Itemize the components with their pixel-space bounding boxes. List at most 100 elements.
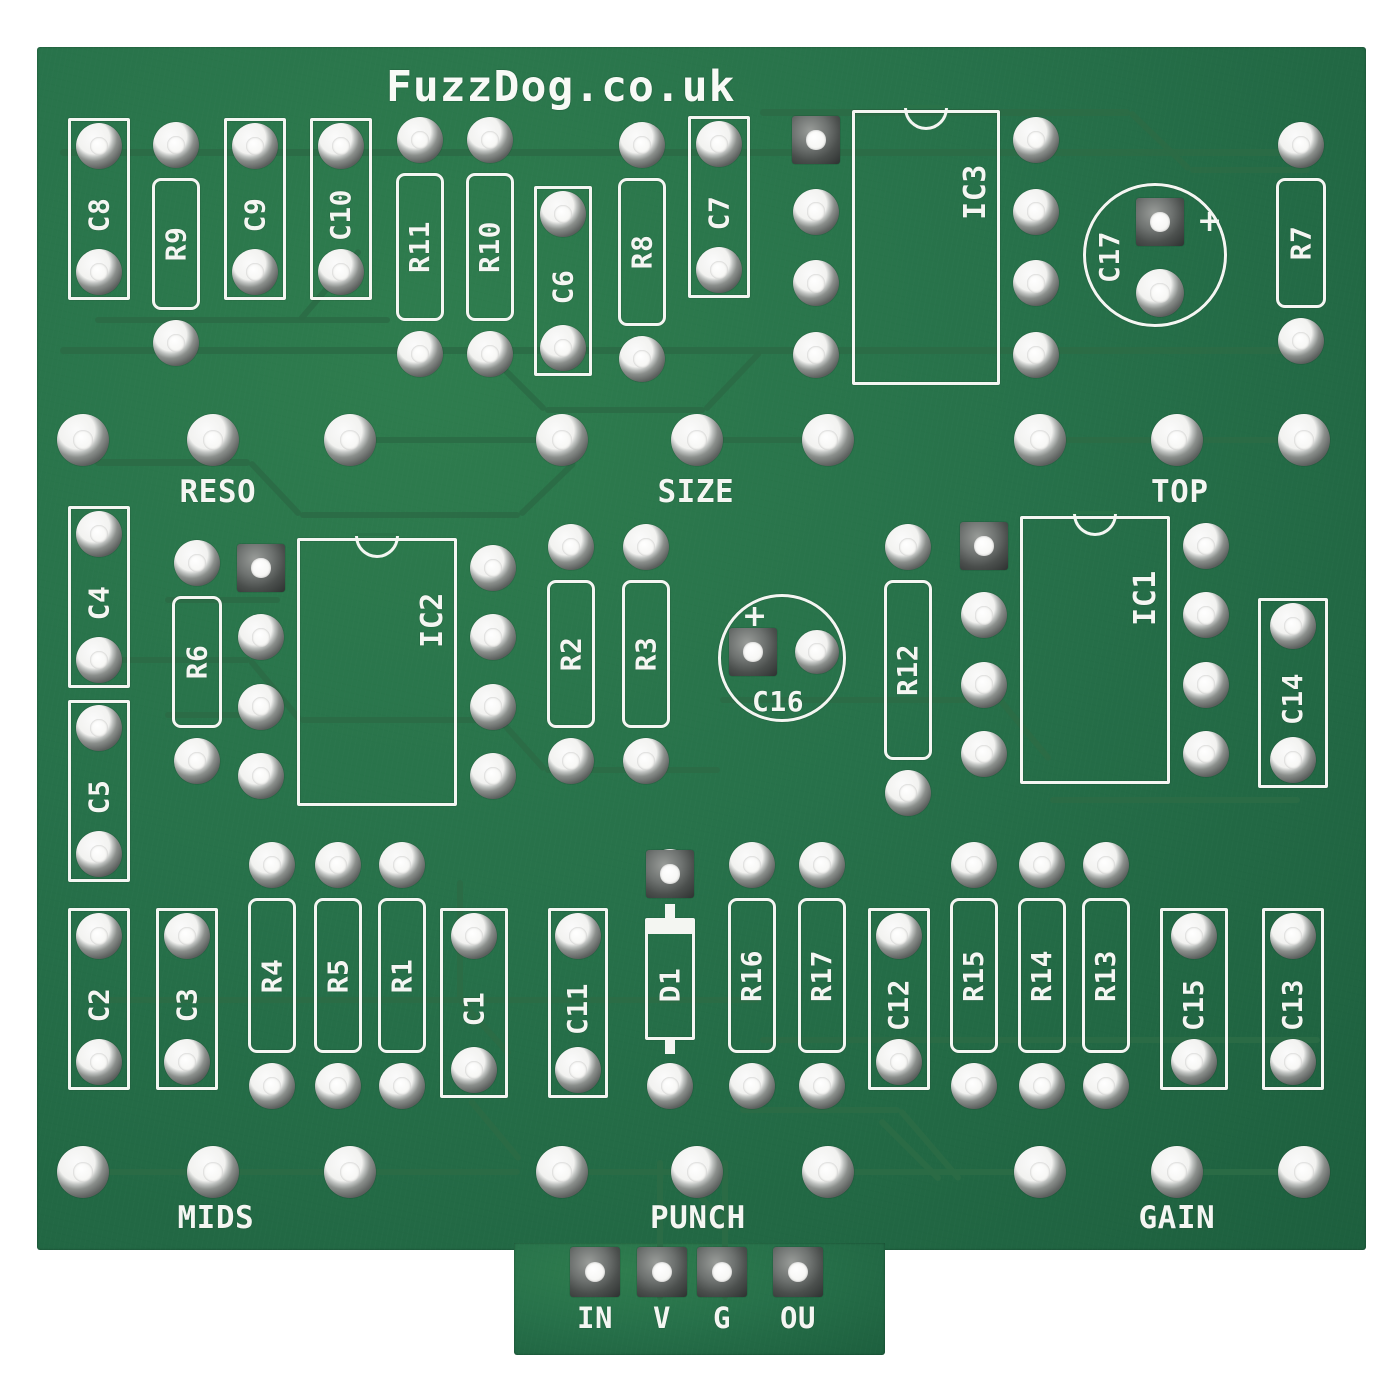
pad-hole — [464, 926, 484, 946]
pad-through-hole — [1183, 661, 1229, 708]
pad-hole — [480, 344, 500, 364]
copper-trace — [60, 346, 1300, 354]
pad-through-hole — [451, 1047, 497, 1093]
pad-hole — [1032, 1076, 1052, 1096]
pad-hole — [561, 537, 581, 557]
pad-hole — [898, 537, 918, 557]
pad-pin1-square — [697, 1247, 747, 1297]
pad-hole — [89, 1052, 109, 1072]
res-outline-r1 — [378, 898, 426, 1053]
pad-hole — [1026, 202, 1046, 221]
res-outline-r17 — [798, 898, 846, 1053]
pad-through-hole — [57, 414, 109, 466]
pad-hole — [632, 135, 652, 155]
pad-hole — [1032, 855, 1052, 875]
pad-hole — [898, 783, 918, 803]
pot-label-size: SIZE — [657, 473, 735, 510]
res-outline-r3 — [622, 580, 670, 728]
pad-hole — [889, 1052, 909, 1072]
pad-hole — [806, 274, 826, 293]
pad-hole — [483, 697, 503, 716]
pad-through-hole — [76, 913, 122, 959]
pad-through-hole — [536, 414, 588, 466]
pad-hole — [166, 333, 186, 353]
pad-hole — [331, 136, 351, 156]
cap-outline-c5 — [68, 700, 130, 882]
refdes-ic2: IC2 — [414, 592, 450, 648]
copper-trace — [60, 148, 1300, 156]
pad-hole — [331, 262, 351, 282]
cap-outline-c14 — [1258, 598, 1328, 788]
pad-hole — [551, 1161, 573, 1183]
diode-cathode-band — [648, 921, 692, 934]
pad-hole — [712, 1262, 732, 1282]
pad-through-hole — [885, 524, 931, 570]
pad-hole — [1026, 345, 1046, 365]
pad-pin1-square — [637, 1247, 687, 1297]
pad-hole — [1150, 212, 1170, 232]
pad-hole — [1029, 429, 1051, 451]
connector-label-v: V — [653, 1300, 671, 1335]
pad-through-hole — [315, 842, 361, 888]
pad-hole — [812, 855, 832, 875]
pad-through-hole — [793, 332, 839, 378]
pad-through-hole — [1013, 188, 1059, 235]
refdes-c13: C13 — [1276, 978, 1310, 1032]
pad-through-hole — [540, 191, 586, 237]
copper-trace — [95, 317, 390, 323]
connector-label-in: IN — [577, 1300, 613, 1335]
pad-hole — [1196, 744, 1216, 764]
pad-hole — [1166, 1161, 1188, 1183]
pad-through-hole — [961, 592, 1007, 639]
copper-trace — [760, 1037, 1320, 1043]
res-outline-r6 — [172, 596, 222, 728]
pad-through-hole — [187, 1146, 239, 1198]
cap-outline-c11 — [548, 908, 608, 1098]
refdes-c8: C8 — [81, 197, 115, 233]
pad-hole — [89, 650, 109, 670]
pad-hole — [89, 136, 109, 156]
copper-trace — [95, 997, 760, 1003]
pad-hole — [1026, 274, 1046, 293]
pad-through-hole — [1270, 603, 1316, 649]
pad-through-hole — [1278, 122, 1324, 168]
pad-hole — [568, 1060, 588, 1080]
res-outline-r11 — [396, 173, 444, 321]
refdes-c10: C10 — [324, 188, 358, 242]
cap-outline-c9 — [224, 118, 286, 300]
pad-through-hole — [1014, 1146, 1066, 1198]
pad-through-hole — [318, 249, 364, 295]
res-outline-r7 — [1276, 178, 1326, 308]
pad-hole — [743, 642, 763, 662]
refdes-r12: R12 — [891, 643, 925, 697]
refdes-ic1: IC1 — [1127, 570, 1163, 626]
pad-through-hole — [76, 249, 122, 295]
res-outline-r13 — [1082, 898, 1130, 1053]
pad-hole — [464, 1060, 484, 1080]
pad-pin1-square — [729, 628, 777, 676]
pad-hole — [660, 864, 680, 884]
pad-hole — [202, 1161, 224, 1183]
pad-through-hole — [876, 913, 922, 959]
copper-trace — [300, 512, 520, 518]
refdes-c16: C16 — [752, 685, 805, 718]
pad-hole — [262, 1076, 282, 1096]
connector-label-g: G — [713, 1300, 731, 1335]
refdes-r13: R13 — [1089, 949, 1123, 1002]
pad-hole — [1096, 855, 1116, 875]
pad-hole — [652, 1262, 672, 1282]
elcap-outline-c17 — [1083, 183, 1227, 327]
refdes-d1: D1 — [652, 967, 686, 1003]
refdes-c5: C5 — [81, 779, 115, 815]
copper-trace — [700, 437, 840, 443]
ic-outline-ic3 — [852, 110, 1000, 385]
refdes-r8: R8 — [624, 234, 658, 270]
refdes-r1: R1 — [384, 958, 418, 993]
pad-hole — [553, 204, 573, 224]
pad-hole — [1283, 750, 1303, 770]
diode-lead-top — [665, 904, 675, 920]
pad-through-hole — [671, 1146, 723, 1198]
pad-through-hole — [961, 661, 1007, 708]
refdes-r14: R14 — [1025, 949, 1059, 1002]
